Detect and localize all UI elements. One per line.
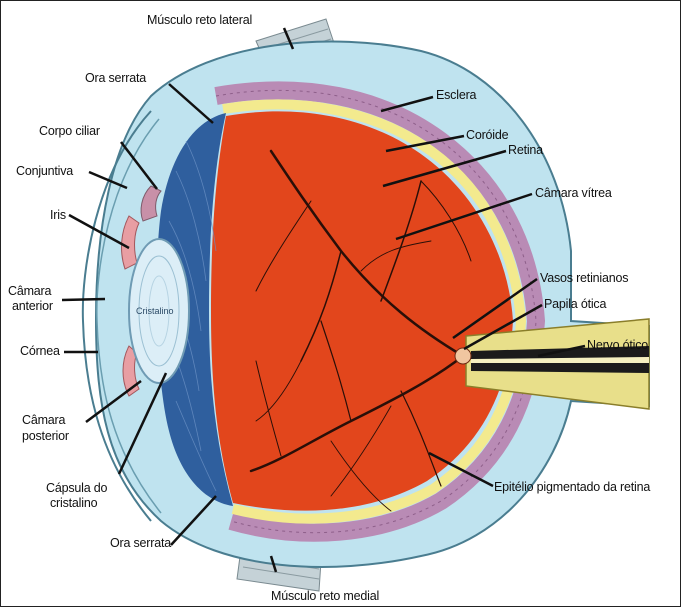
label-ora-serrata-bottom: Ora serrata	[110, 536, 171, 551]
label-camara-vitrea: Câmara vítrea	[535, 186, 612, 201]
label-capsula-line1: Cápsula do	[46, 481, 107, 496]
label-corpo-ciliar: Corpo ciliar	[39, 124, 100, 139]
label-retina: Retina	[508, 143, 543, 158]
label-coroide: Coróide	[466, 128, 508, 143]
label-camara-posterior-line1: Câmara	[22, 413, 65, 428]
label-musculo-reto-medial: Músculo reto medial	[271, 589, 379, 604]
label-vasos-retinianos: Vasos retinianos	[540, 271, 628, 286]
label-cornea: Córnea	[20, 344, 60, 359]
optic-disc	[455, 348, 471, 364]
label-esclera: Esclera	[436, 88, 476, 103]
label-camara-anterior-line2: anterior	[12, 299, 53, 314]
label-cristalino: Cristalino	[136, 306, 174, 316]
label-ora-serrata-top: Ora serrata	[85, 71, 146, 86]
label-papila-otica: Papila ótica	[544, 297, 606, 312]
label-epitelio: Epitélio pigmentado da retina	[494, 480, 650, 495]
label-capsula-line2: cristalino	[50, 496, 97, 511]
label-nervo-otico: Nervo ótico	[587, 338, 648, 353]
label-iris: Iris	[50, 208, 66, 223]
label-camara-anterior-line1: Câmara	[8, 284, 51, 299]
label-camara-posterior-line2: posterior	[22, 429, 69, 444]
label-conjuntiva: Conjuntiva	[16, 164, 73, 179]
label-musculo-reto-lateral: Músculo reto lateral	[147, 13, 252, 28]
